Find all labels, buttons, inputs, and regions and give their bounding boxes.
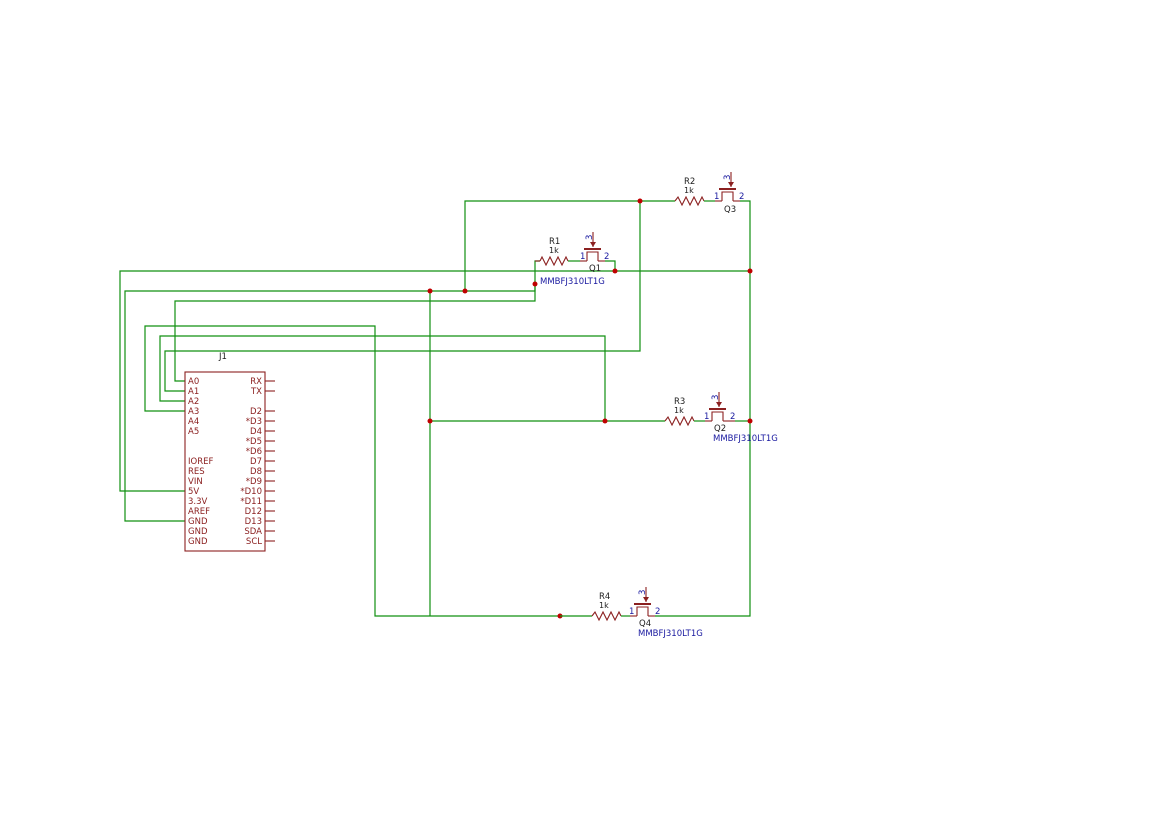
connector-pin-label: SCL [246,537,262,547]
connector-pin-label: *D6 [246,447,262,457]
pin-number: 2 [730,412,735,422]
transistor-q4[interactable]: 3 1 2 Q4 MMBFJ310LT1G [629,587,703,639]
connector-pin-label: A0 [188,377,199,387]
wire-a0 [174,284,536,382]
resistor-value: 1k [549,246,559,255]
transistor-q2[interactable]: 3 1 2 Q2 MMBFJ310LT1G [704,392,778,444]
connector-ref: J1 [218,352,227,362]
junction [747,418,753,424]
pin-number: 3 [711,395,721,400]
connector-pin-label: *D9 [246,477,262,487]
wire-a1 [164,201,641,392]
resistor-r1[interactable]: R1 1k [535,237,580,267]
transistor-ref: Q2 [714,424,726,434]
connector-pin-label: 5V [188,487,199,497]
connector-pin-label: A1 [188,387,199,397]
connector-pin-label: TX [250,387,262,397]
junction [612,268,618,274]
resistor-r3[interactable]: R3 1k [664,397,705,427]
connector-pin-label: RX [250,377,262,387]
junction [427,418,433,424]
connector-pin-label: D12 [245,507,262,517]
pin-number: 2 [604,252,609,262]
connector-pin-label: *D5 [246,437,262,447]
wire-a3 [144,325,560,617]
junction [462,288,468,294]
connector-pin-label: D7 [250,457,262,467]
connector-pin-label: GND [188,517,208,527]
resistor-ref: R2 [684,177,695,187]
junction [747,268,753,274]
wires [119,200,751,617]
connector-pin-label: A2 [188,397,199,407]
resistor-ref: R4 [599,592,610,602]
connector-pin-label: A4 [188,417,199,427]
transistor-q3[interactable]: 3 1 2 Q3 [714,172,744,215]
connector-pin-label: IOREF [188,457,213,467]
pin-number: 3 [585,235,595,240]
connector-pin-label: GND [188,527,208,537]
pin-number: 1 [580,252,585,262]
transistor-ref: Q3 [724,205,736,215]
resistor-value: 1k [684,186,694,195]
resistor-r4[interactable]: R4 1k [560,592,630,622]
connector-pin-label: A3 [188,407,199,417]
pin-number: 2 [739,192,744,202]
pin-number: 2 [655,607,660,617]
connector-pin-label: D8 [250,467,262,477]
connector-pin-label: AREF [188,507,210,517]
connector-pin-label: *D10 [240,487,262,497]
pin-number: 3 [723,175,733,180]
connector-pin-label: D13 [245,517,262,527]
junction [427,288,433,294]
wire-q1-out [605,260,616,271]
connector-pin-label: *D11 [240,497,262,507]
resistor-r2[interactable]: R2 1k [674,177,715,207]
connector-pin-label: A5 [188,427,199,437]
transistor-part: MMBFJ310LT1G [713,434,778,444]
connector-left-pins: A0A1A2A3A4A5IOREFRESVIN5V3.3VAREFGNDGNDG… [188,377,213,547]
wire-a2 [159,335,606,421]
transistor-part: MMBFJ310LT1G [638,629,703,639]
transistor-q1[interactable]: 3 1 2 Q1 MMBFJ310LT1G [540,232,609,287]
connector-pin-label: RES [188,467,205,477]
resistor-ref: R1 [549,237,560,247]
junction [602,418,608,424]
connector-pin-label: VIN [188,477,203,487]
junction [637,198,643,204]
connector-pin-label: GND [188,537,208,547]
resistor-value: 1k [674,406,684,415]
pin-number: 1 [714,192,719,202]
junction [532,281,538,287]
connector-j1[interactable]: J1 A0A1A2A3A4A5IOREFRESVIN5V3.3VAREFGNDG… [184,352,275,552]
connector-pin-label: D2 [250,407,262,417]
wire-5v-bus [119,270,750,492]
resistor-value: 1k [599,601,609,610]
transistor-ref: Q4 [639,619,651,629]
wire-r2-top [464,200,675,291]
junctions [427,198,753,619]
connector-pin-label: *D3 [246,417,262,427]
connector-pin-label: SDA [244,527,262,537]
wire-right-rail [655,200,751,617]
pin-number: 1 [629,607,634,617]
transistor-ref: Q1 [589,264,601,274]
resistor-ref: R3 [674,397,685,407]
connector-pin-label: 3.3V [188,497,208,507]
transistor-part: MMBFJ310LT1G [540,277,605,287]
pin-number: 1 [704,412,709,422]
connector-pin-label: D4 [250,427,262,437]
pin-number: 3 [638,590,648,595]
